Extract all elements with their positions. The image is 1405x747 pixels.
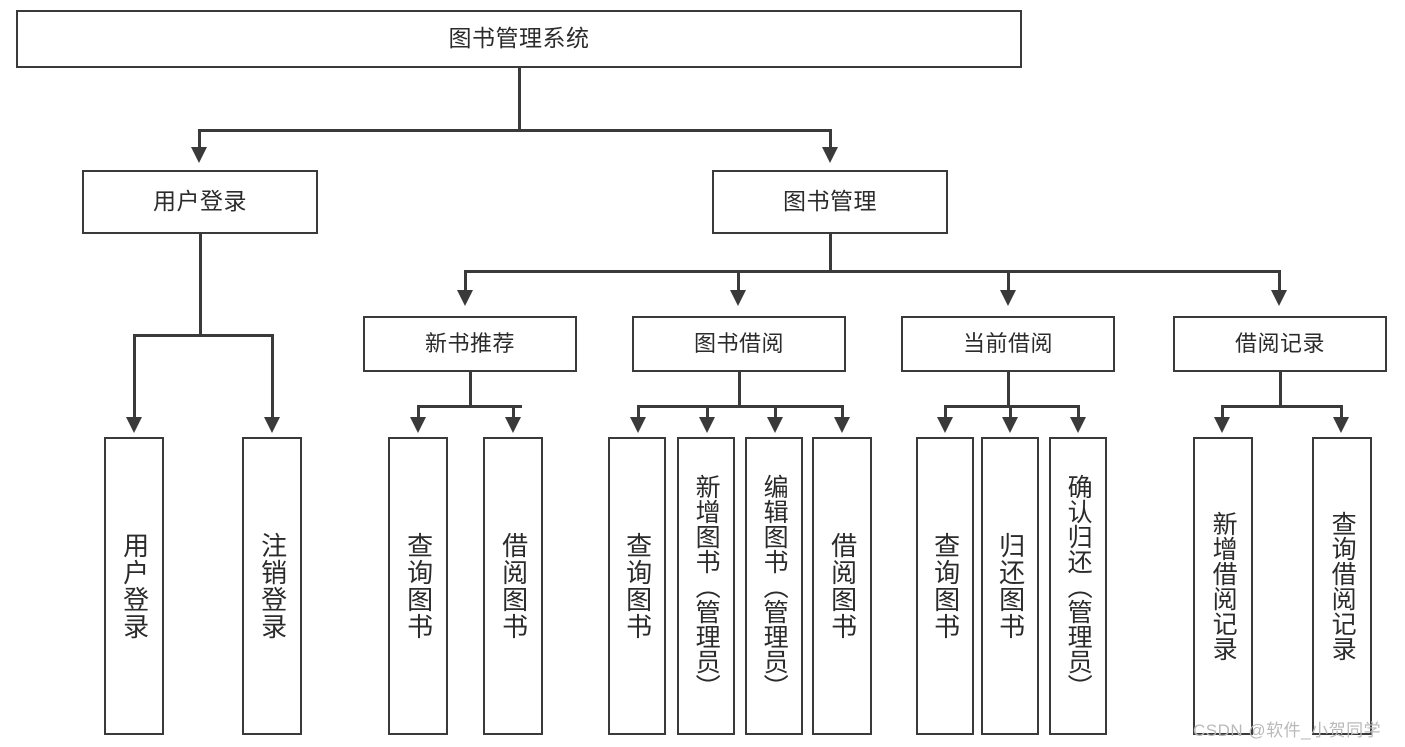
connector-book-borrow-bar [637,405,843,408]
connector-book-mgmt-bar [464,270,1280,273]
arrow-root-to-user-login [191,147,207,163]
connector-current-borrow-b2 [1009,405,1012,419]
connector-borrow-record-b1 [1221,405,1224,419]
connector-book-borrow-b3 [774,405,777,419]
arrow-current-borrow-b1 [937,417,953,433]
connector-new-book-b1 [417,405,420,419]
node-book-management[interactable]: 图书管理 [712,170,948,234]
connector-new-book-b2 [512,405,515,419]
node-root-system[interactable]: 图书管理系统 [16,10,1022,68]
node-label: 当前借阅 [962,331,1053,357]
node-label: 借阅记录 [1234,331,1325,357]
arrow-book-borrow-b3 [767,417,783,433]
arrow-user-login-b2 [264,417,280,433]
node-book-borrow[interactable]: 图书借阅 [632,316,846,372]
arrow-book-mgmt-b3 [1000,290,1016,306]
leaf-book-borrow-edit[interactable]: 编辑图书（管理员） [745,437,803,735]
connector-new-book-bar [417,405,522,408]
node-label: 归还图书 [995,532,1026,640]
node-label: 查询借阅记录 [1328,511,1357,661]
connector-book-mgmt-stem [829,234,832,272]
leaf-user-login-logout[interactable]: 注销登录 [242,437,302,735]
node-label: 图书管理系统 [448,25,590,52]
connector-borrow-record-stem [1279,372,1282,407]
leaf-borrow-record-search[interactable]: 查询借阅记录 [1312,437,1372,735]
node-new-book-recommend[interactable]: 新书推荐 [363,316,577,372]
node-user-login[interactable]: 用户登录 [82,170,318,234]
connector-current-borrow-bar [944,405,1079,408]
connector-book-borrow-b2 [706,405,709,419]
node-label: 编辑图书（管理员） [760,473,789,699]
node-borrow-record[interactable]: 借阅记录 [1173,316,1387,372]
connector-root-to-user-login [198,129,201,149]
connector-user-login-b1 [133,334,136,419]
node-label: 用户登录 [153,188,247,215]
node-label: 查询图书 [403,532,434,640]
connector-book-borrow-stem [738,372,741,407]
arrow-book-borrow-b4 [834,417,850,433]
connector-current-borrow-b1 [944,405,947,419]
arrow-current-borrow-b3 [1070,417,1086,433]
connector-book-borrow-b4 [841,405,844,419]
connector-user-login-stem [199,234,202,335]
arrow-book-borrow-b2 [699,417,715,433]
arrow-borrow-record-b1 [1214,417,1230,433]
node-label: 用户登录 [119,532,150,640]
arrow-root-to-book-mgmt [822,147,838,163]
node-label: 新增借阅记录 [1209,511,1238,661]
node-label: 查询图书 [622,532,653,640]
node-label: 新增图书（管理员） [692,473,721,699]
arrow-book-borrow-b1 [630,417,646,433]
connector-user-login-bar [133,334,273,337]
node-label: 新书推荐 [424,331,515,357]
arrow-user-login-b1 [126,417,142,433]
leaf-current-borrow-search[interactable]: 查询图书 [916,437,974,735]
connector-current-borrow-b3 [1077,405,1080,419]
connector-book-mgmt-b3 [1007,270,1010,292]
arrow-book-mgmt-b4 [1271,290,1287,306]
leaf-user-login-login[interactable]: 用户登录 [104,437,164,735]
connector-root-to-book-mgmt [829,129,832,149]
connector-book-mgmt-b1 [464,270,467,292]
arrow-borrow-record-b2 [1333,417,1349,433]
connector-root-stem [518,68,521,130]
connector-user-login-b2 [271,334,274,419]
connector-book-borrow-b1 [637,405,640,419]
node-label: 查询图书 [930,532,961,640]
arrow-book-mgmt-b1 [457,290,473,306]
node-label: 确认归还（管理员） [1064,473,1093,699]
leaf-book-borrow-add[interactable]: 新增图书（管理员） [677,437,735,735]
node-label: 借阅图书 [498,532,529,640]
connector-new-book-stem [469,372,472,407]
leaf-new-book-search[interactable]: 查询图书 [388,437,448,735]
arrow-current-borrow-b2 [1002,417,1018,433]
node-current-borrow[interactable]: 当前借阅 [901,316,1115,372]
connector-current-borrow-stem [1007,372,1010,407]
leaf-borrow-record-add[interactable]: 新增借阅记录 [1193,437,1253,735]
leaf-current-borrow-confirm-return[interactable]: 确认归还（管理员） [1049,437,1107,735]
leaf-new-book-borrow[interactable]: 借阅图书 [483,437,543,735]
connector-root-bar [198,129,832,132]
watermark: CSDN @软件_小贺同学 [1193,721,1382,740]
node-label: 图书管理 [783,188,877,215]
leaf-current-borrow-return[interactable]: 归还图书 [981,437,1039,735]
leaf-book-borrow-search[interactable]: 查询图书 [608,437,666,735]
connector-borrow-record-b2 [1340,405,1343,419]
arrow-book-mgmt-b2 [730,290,746,306]
connector-book-mgmt-b2 [737,270,740,292]
arrow-new-book-b2 [505,417,521,433]
node-label: 图书借阅 [693,331,784,357]
connector-borrow-record-bar [1221,405,1342,408]
node-label: 借阅图书 [827,532,858,640]
leaf-book-borrow-borrow[interactable]: 借阅图书 [812,437,872,735]
arrow-new-book-b1 [410,417,426,433]
connector-book-mgmt-b4 [1278,270,1281,292]
node-label: 注销登录 [257,532,288,640]
